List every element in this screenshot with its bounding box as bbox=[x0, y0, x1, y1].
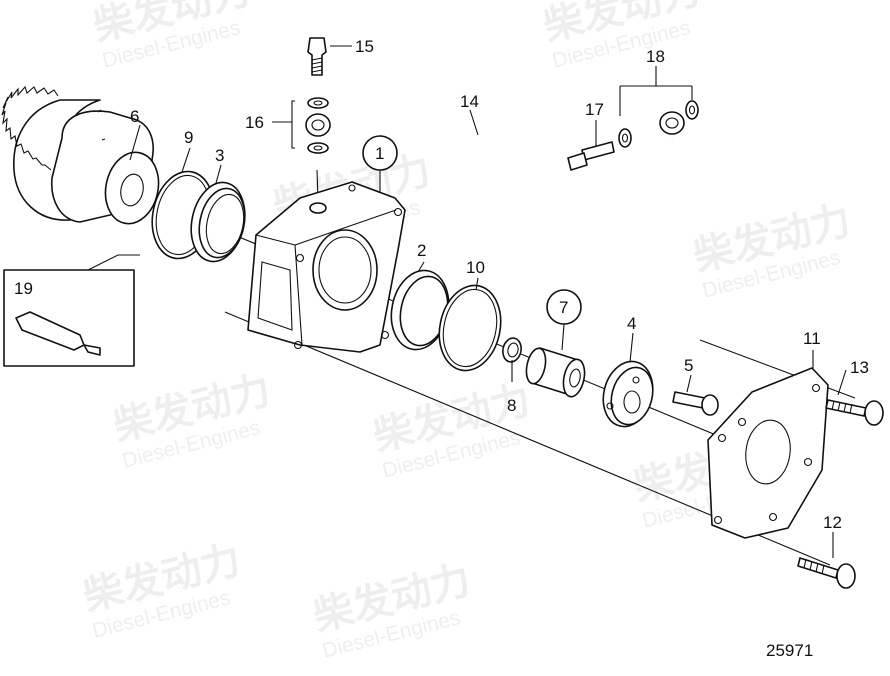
part-15-banjo-bolt bbox=[307, 37, 327, 76]
part-7-splined-sleeve bbox=[525, 347, 586, 398]
part-5-screw bbox=[672, 391, 719, 416]
part-8-small-ring bbox=[502, 337, 522, 363]
part-11-cover-plate bbox=[707, 367, 829, 539]
callout-11: 11 bbox=[803, 329, 821, 348]
callout-13: 13 bbox=[850, 358, 869, 377]
callout-12: 12 bbox=[823, 513, 842, 532]
watermark-5: 柴发动力 Diesel-Engines bbox=[109, 367, 275, 473]
part-6-drive-gear bbox=[1, 85, 160, 225]
part-4-flange-disc bbox=[602, 360, 654, 428]
callout-5: 5 bbox=[684, 356, 693, 375]
callout-4: 4 bbox=[627, 314, 636, 333]
callout-16: 16 bbox=[245, 113, 264, 132]
part-14-oil-pipe bbox=[328, 89, 685, 221]
part-18-washers bbox=[618, 100, 699, 148]
part-1-pump-housing bbox=[247, 181, 406, 353]
callout-1: 1 bbox=[375, 144, 384, 163]
callout-17: 17 bbox=[585, 100, 604, 119]
part-19-sealant-inset bbox=[3, 254, 140, 367]
callout-10: 10 bbox=[466, 258, 485, 277]
watermark-4: 柴发动力 Diesel-Engines bbox=[689, 197, 855, 303]
callout-6: 6 bbox=[130, 107, 139, 126]
part-16-washers-banjo bbox=[305, 97, 331, 154]
callout-15: 15 bbox=[355, 37, 374, 56]
callout-circles bbox=[362, 135, 582, 325]
callout-3: 3 bbox=[215, 146, 224, 165]
part-13-bolt bbox=[825, 399, 884, 426]
callout-9: 9 bbox=[184, 128, 193, 147]
callout-8: 8 bbox=[507, 396, 516, 415]
watermark-9: 柴发动力 Diesel-Engines bbox=[309, 557, 475, 663]
callout-19: 19 bbox=[14, 279, 33, 298]
callout-leaders bbox=[129, 45, 847, 558]
watermark-2: 柴发动力 Diesel-Engines bbox=[539, 0, 705, 73]
watermark-8: 柴发动力 Diesel-Engines bbox=[79, 537, 245, 643]
drawing-number: 25971 bbox=[766, 641, 813, 660]
callout-14: 14 bbox=[460, 92, 479, 111]
callout-2: 2 bbox=[417, 241, 426, 260]
callout-7: 7 bbox=[559, 298, 568, 317]
watermark-6: 柴发动力 Diesel-Engines bbox=[369, 377, 535, 483]
watermark-1: 柴发动力 Diesel-Engines bbox=[89, 0, 255, 73]
part-10-o-ring bbox=[438, 284, 502, 372]
part-3-ring bbox=[190, 181, 246, 263]
part-12-bolt bbox=[797, 557, 856, 589]
callout-18: 18 bbox=[646, 47, 665, 66]
callout-labels: 1 2 3 4 5 6 7 8 9 10 11 12 13 14 15 16 1… bbox=[14, 37, 869, 532]
part-17-bolt bbox=[567, 141, 615, 171]
